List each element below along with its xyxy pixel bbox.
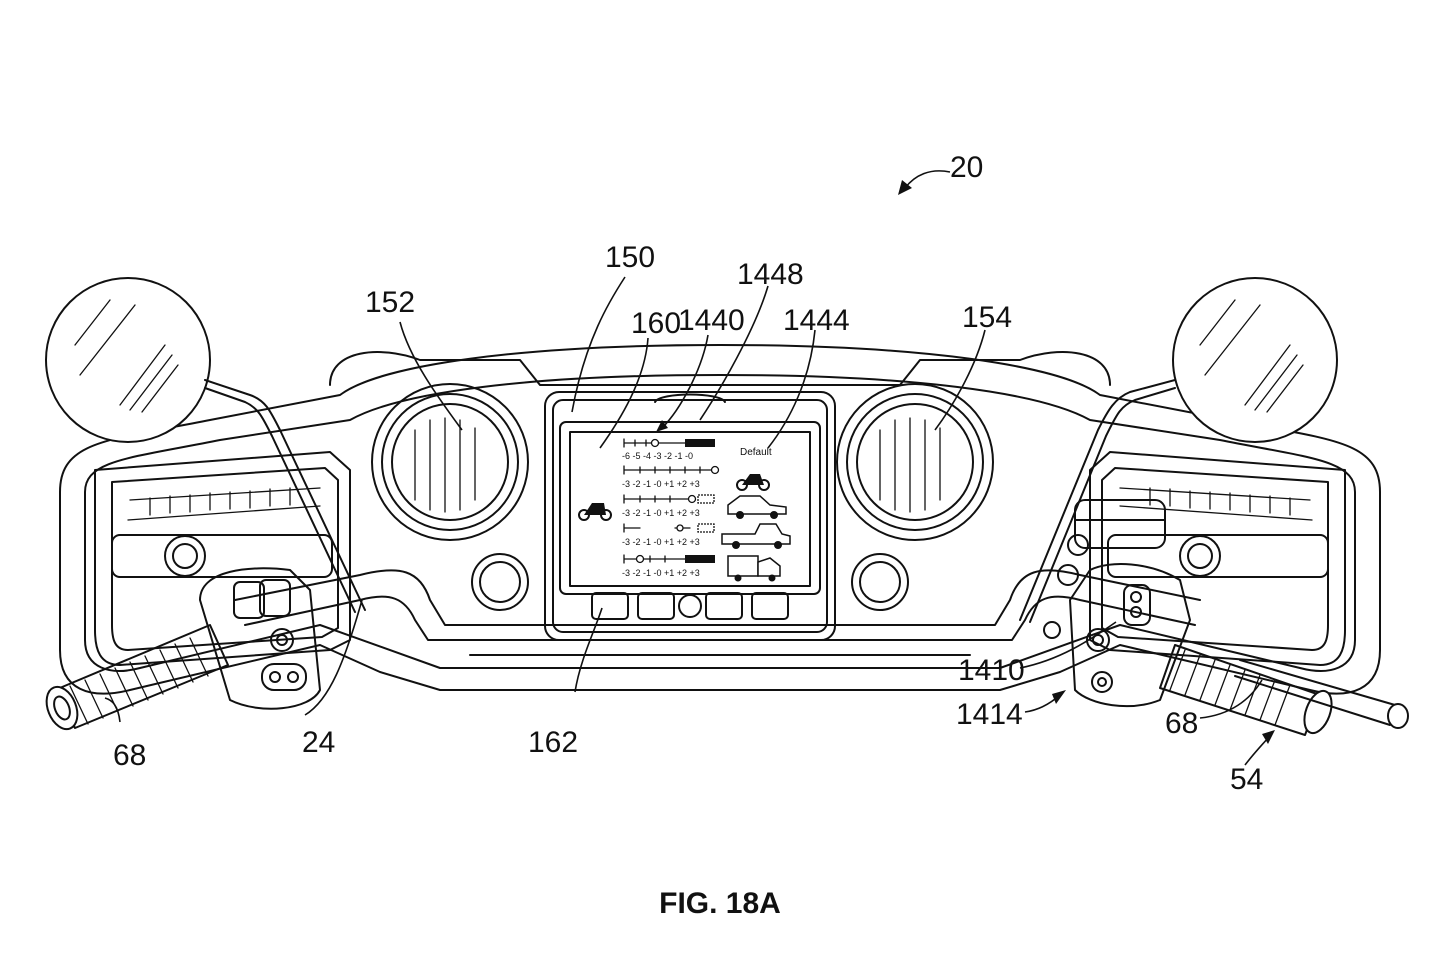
left-switch-housing xyxy=(199,567,321,710)
display-screen xyxy=(569,431,811,587)
display-button[interactable] xyxy=(705,592,743,620)
switch-button[interactable] xyxy=(1086,628,1110,652)
right-mirror xyxy=(1019,277,1338,623)
handlebar xyxy=(234,569,1201,641)
switch-button[interactable] xyxy=(233,581,265,619)
switch-button[interactable] xyxy=(261,663,307,691)
ref-154: 154 xyxy=(962,301,1012,334)
ref-54: 54 xyxy=(1230,763,1263,796)
left-small-gauge xyxy=(471,553,529,611)
scale-row: -6 -5 -4 -3 -2 -1 -0 xyxy=(622,438,715,461)
pickup-icon xyxy=(721,523,791,549)
scale-ticks: -3 -2 -1 -0 +1 +2 +3 xyxy=(622,508,700,518)
ref-24: 24 xyxy=(302,726,335,759)
motorcycle-icon xyxy=(578,503,612,521)
leader-lines xyxy=(104,170,1275,766)
ref-1414: 1414 xyxy=(956,698,1023,731)
scale-row: -3 -2 -1 -0 +1 +2 +3 xyxy=(622,494,715,518)
ref-152: 152 xyxy=(365,286,415,319)
left-grip[interactable] xyxy=(41,624,229,734)
right-side-panel xyxy=(1089,451,1346,666)
ref-68-left: 68 xyxy=(113,739,146,772)
display-button[interactable] xyxy=(751,592,789,620)
scale-ticks: -3 -2 -1 -0 +1 +2 +3 xyxy=(622,479,700,489)
scale-row: -3 -2 -1 -0 +1 +2 +3 xyxy=(622,523,715,547)
right-gauge xyxy=(836,383,994,541)
switch-button[interactable] xyxy=(1091,671,1113,693)
scale-ticks: -3 -2 -1 -0 +1 +2 +3 xyxy=(622,568,700,578)
display-buttons xyxy=(591,592,789,620)
semi-truck-icon xyxy=(727,555,781,582)
ref-20: 20 xyxy=(950,151,983,184)
motorcycle-icon xyxy=(736,474,770,491)
right-grip[interactable] xyxy=(1159,644,1337,737)
figure-caption: FIG. 18A xyxy=(659,887,781,920)
scale-row: -3 -2 -1 -0 +1 +2 +3 xyxy=(622,465,720,489)
ref-1448: 1448 xyxy=(737,258,804,291)
switch-button[interactable] xyxy=(259,579,291,617)
ref-150: 150 xyxy=(605,241,655,274)
left-mirror xyxy=(45,277,366,613)
display-button[interactable] xyxy=(591,592,629,620)
preset-label: Default xyxy=(740,447,772,458)
right-small-gauge xyxy=(851,553,909,611)
right-switch-housing xyxy=(1043,563,1191,707)
scale-ticks: -3 -2 -1 -0 +1 +2 +3 xyxy=(622,537,700,547)
left-side-panel xyxy=(94,451,351,666)
car-icon xyxy=(727,495,787,519)
switch-button[interactable] xyxy=(1123,584,1151,626)
ref-1410: 1410 xyxy=(958,654,1025,687)
ref-1444: 1444 xyxy=(783,304,850,337)
right-lever[interactable] xyxy=(1234,659,1409,729)
display-knob[interactable] xyxy=(678,594,702,618)
ref-160: 160 xyxy=(631,307,681,340)
scale-row: -3 -2 -1 -0 +1 +2 +3 xyxy=(622,554,715,578)
scale-ticks: -6 -5 -4 -3 -2 -1 -0 xyxy=(622,451,693,461)
display-button[interactable] xyxy=(637,592,675,620)
left-gauge xyxy=(371,383,529,541)
ref-1440: 1440 xyxy=(678,304,745,337)
ref-68-right: 68 xyxy=(1165,707,1198,740)
switch-button[interactable] xyxy=(270,628,294,652)
right-reservoir xyxy=(1057,499,1166,586)
ref-162: 162 xyxy=(528,726,578,759)
